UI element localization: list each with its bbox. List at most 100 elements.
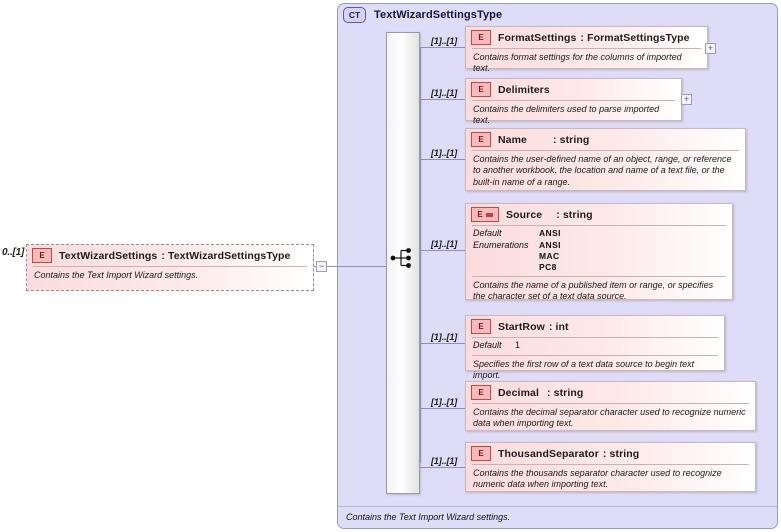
expand-toggle-delimiters[interactable]: + [681, 94, 692, 105]
element-name: Source [506, 208, 543, 221]
element-name: StartRow [498, 320, 545, 333]
element-type: : int [548, 320, 569, 333]
element-documentation: Contains format settings for the columns… [473, 52, 682, 74]
element-box-startrow[interactable]: E StartRow : int Default 1 Specifies the… [465, 315, 725, 380]
element-header: E TextWizardSettings : TextWizardSetting… [27, 245, 313, 266]
branch-line-formatsettings [420, 47, 465, 48]
branch-line-source [420, 250, 465, 251]
connector-line [327, 266, 338, 267]
element-type: : string [602, 447, 640, 460]
branch-trunk-upper [420, 47, 421, 266]
facet-value: 1 [515, 340, 521, 350]
facet-label: Default [473, 340, 502, 350]
occurrence-label-name: [1]..[1] [431, 148, 458, 158]
element-box-textwizardsettings[interactable]: E TextWizardSettings : TextWizardSetting… [26, 244, 314, 291]
branch-line-startrow [420, 343, 465, 344]
complextype-title: TextWizardSettingsType [374, 9, 503, 21]
facet-list: Default 1 [466, 338, 724, 355]
element-badge-icon: E [32, 248, 52, 263]
facet-value: MAC [539, 251, 560, 262]
facet-list: Default ANSI Enumerations ANSI MAC PC8 [466, 226, 732, 276]
element-documentation: Contains the decimal separator character… [473, 407, 746, 429]
element-badge-icon: E [471, 207, 499, 222]
element-header: E ThousandSeparator : string [466, 443, 755, 464]
element-box-thousandseparator[interactable]: E ThousandSeparator : string Contains th… [465, 442, 756, 492]
branch-line-delimiters [420, 99, 465, 100]
facet-value: ANSI [539, 228, 561, 238]
element-badge-icon: E [471, 446, 491, 461]
divider [472, 275, 726, 277]
facet-value: PC8 [539, 261, 557, 272]
occurrence-label-decimal: [1]..[1] [431, 397, 458, 407]
complextype-documentation: Contains the Text Import Wizard settings… [338, 506, 777, 528]
branch-line-decimal [420, 408, 465, 409]
element-badge-icon: E [471, 30, 491, 45]
element-type: : string [556, 208, 593, 221]
element-header: E Delimiters [466, 79, 681, 100]
element-documentation: Contains the delimiters used to parse im… [473, 104, 660, 126]
facet-enumerations: Enumerations ANSI [473, 240, 725, 252]
restriction-dash-icon [485, 212, 493, 217]
element-badge-icon: E [471, 319, 491, 334]
element-documentation: Specifies the first row of a text data s… [473, 358, 695, 380]
facet-label: Default [473, 228, 502, 238]
element-type: : FormatSettingsType [580, 31, 690, 44]
element-header: E StartRow : int [466, 316, 724, 337]
occurrence-label-delimiters: [1]..[1] [431, 88, 458, 98]
branch-line-name [420, 159, 465, 160]
element-documentation: Contains the name of a published item or… [473, 279, 714, 302]
divider [472, 354, 718, 356]
branch-trunk-lower [420, 266, 421, 463]
element-documentation: Contains the Text Import Wizard settings… [34, 270, 199, 280]
collapse-toggle-root[interactable]: − [316, 261, 327, 272]
divider [472, 464, 749, 465]
element-name: Decimal [498, 386, 539, 399]
expand-toggle-formatsettings[interactable]: + [705, 43, 716, 54]
divider [33, 266, 307, 267]
divider [472, 100, 675, 101]
element-badge-icon: E [471, 385, 491, 400]
element-header: E FormatSettings : FormatSettingsType [466, 27, 707, 48]
element-header: E Name : string [466, 129, 745, 150]
facet-default: Default 1 [473, 340, 717, 352]
occurrence-label-formatsettings: [1]..[1] [431, 36, 458, 46]
divider [472, 225, 726, 226]
facet-default: Default ANSI [473, 228, 725, 240]
element-badge-icon: E [471, 132, 491, 147]
occurrence-label-source: [1]..[1] [431, 239, 458, 249]
element-type: : string [546, 386, 584, 399]
element-name: Delimiters [498, 83, 550, 96]
element-header: E Decimal : string [466, 382, 755, 403]
connector-line-to-sequence [338, 266, 387, 267]
facet-value: ANSI [539, 239, 561, 250]
facet-enumerations: PC8 [473, 262, 725, 273]
root-occurrence-label: 0..[1] [2, 247, 25, 258]
facet-label [473, 251, 539, 262]
element-name: ThousandSeparator [498, 447, 599, 460]
element-type: : TextWizardSettingsType [161, 249, 291, 262]
facet-label [473, 262, 539, 273]
element-box-name[interactable]: E Name : string Contains the user-define… [465, 128, 746, 191]
element-box-source[interactable]: E Source : string Default ANSI Enumerati… [465, 203, 733, 301]
element-type: : string [553, 133, 590, 146]
element-box-delimiters[interactable]: E Delimiters Contains the delimiters use… [465, 78, 682, 125]
occurrence-label-thousandseparator: [1]..[1] [431, 456, 458, 466]
complextype-label: CT TextWizardSettingsType [343, 7, 502, 23]
branch-line-thousandseparator [420, 467, 465, 468]
element-name: FormatSettings [498, 31, 577, 44]
element-documentation: Contains the thousands separator charact… [473, 468, 722, 490]
occurrence-label-startrow: [1]..[1] [431, 332, 458, 342]
element-name: TextWizardSettings [59, 249, 158, 262]
element-name: Name [498, 133, 527, 146]
divider [472, 150, 739, 151]
divider [472, 48, 701, 49]
divider [472, 403, 749, 404]
facet-label: Enumerations [473, 239, 529, 250]
element-box-formatsettings[interactable]: E FormatSettings : FormatSettingsType Co… [465, 26, 708, 73]
divider [472, 337, 718, 338]
sequence-icon [390, 248, 411, 268]
sequence-compositor-bar[interactable] [386, 32, 420, 494]
element-header: E Source : string [466, 204, 732, 225]
element-box-decimal[interactable]: E Decimal : string Contains the decimal … [465, 381, 756, 431]
